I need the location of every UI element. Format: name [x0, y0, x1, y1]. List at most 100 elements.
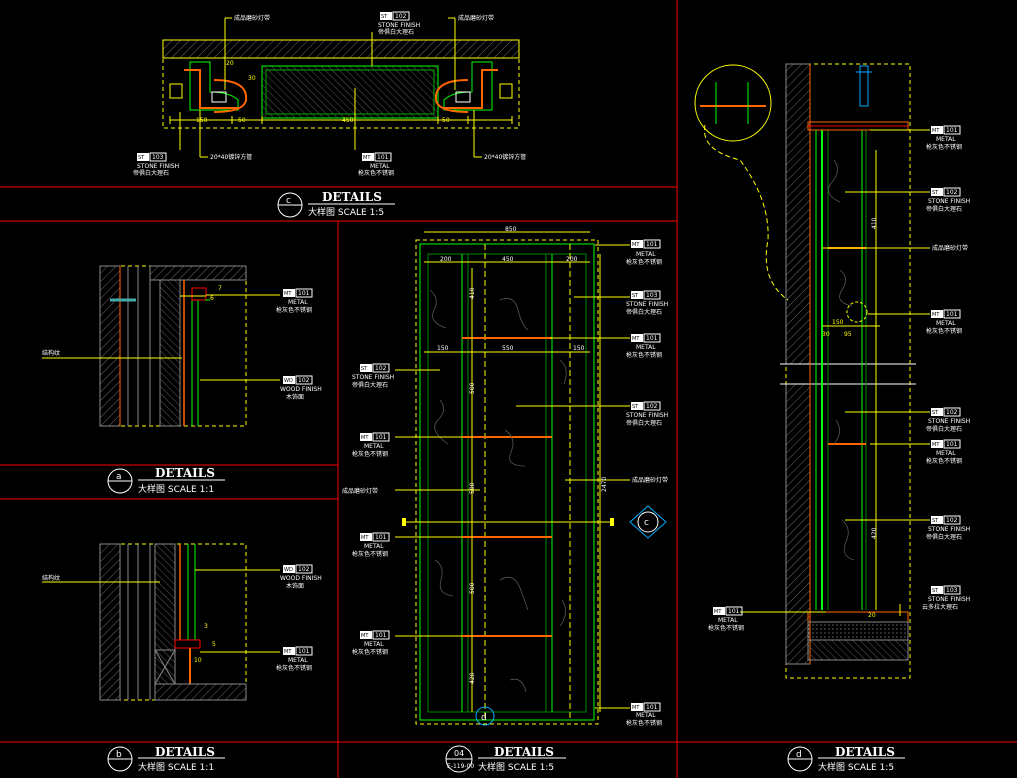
detail-c-bubble: c: [286, 196, 291, 206]
detail-04-subtitle: 大样图 SCALE 1:5: [478, 761, 554, 773]
dim-d-410: 410: [871, 217, 878, 229]
label-square-tube-c1: 20*40镀锌方管: [210, 153, 252, 161]
label-stone-finish-c: STONE FINISH: [378, 22, 420, 29]
detail-04-number: 04: [454, 749, 464, 758]
section-marker-c: c: [644, 518, 649, 528]
detail-04-annotations: 850 200 450 200 150 550 150 410 500 500 …: [342, 226, 668, 727]
tag-mt-b: MT: [284, 649, 292, 655]
dim-e-850: 850: [505, 226, 517, 233]
detail-c-title: DETAILS: [322, 190, 382, 204]
tag-mt101-d4: 101: [728, 608, 740, 615]
dim-e-2470: 2470: [601, 477, 608, 492]
dim-d-420: 420: [871, 527, 878, 539]
label-led-strip-e1: 成品磨砂灯带: [632, 476, 668, 484]
tag-mt-e6: MT: [361, 633, 369, 639]
tag-wd102-a: 102: [298, 377, 310, 384]
label-marble-white-d3: 帝俱白大理石: [926, 533, 962, 541]
label-wood-finish-b: WOOD FINISH: [280, 575, 322, 582]
label-steel-gray-e6: 枪灰色不锈钢: [352, 648, 388, 656]
label-marble-white-e2: 帝俱白大理石: [626, 419, 662, 427]
tag-st102-c: 102: [395, 13, 407, 20]
dim-d-95: 95: [844, 331, 852, 338]
label-steel-gray-d3: 枪灰色不锈钢: [926, 457, 962, 465]
label-led-strip-d: 成品磨砂灯带: [932, 244, 968, 252]
label-metal-d1: METAL: [936, 136, 956, 143]
label-stone-finish-d2: STONE FINISH: [928, 418, 970, 425]
label-metal-e4: METAL: [364, 443, 384, 450]
label-steel-gray-d1: 枪灰色不锈钢: [926, 143, 962, 151]
tag-mt-d1: MT: [932, 128, 940, 134]
detail-a-drawing: [42, 265, 280, 427]
detail-d-bubble: d: [796, 750, 802, 760]
detail-a-subtitle: 大样图 SCALE 1:1: [138, 483, 214, 495]
detail-c-annotations: 成品磨砂灯带 成品磨砂灯带 ST 102 STONE FINISH 帝俱白大理石…: [133, 11, 526, 177]
tag-st-c: ST: [381, 14, 388, 20]
dim-d-20: 20: [868, 612, 876, 619]
tag-mt-c: MT: [363, 155, 371, 161]
detail-a-title-block: a DETAILS 大样图 SCALE 1:1: [107, 466, 225, 495]
tag-wd-a: WD: [284, 378, 293, 384]
label-marble-white-e1: 帝俱白大理石: [626, 308, 662, 316]
label-metal-e1: METAL: [636, 251, 656, 258]
detail-04-section-marker: c d: [475, 505, 667, 726]
detail-b-annotations: 结构纹 3 5 10 WD 102 WOOD FINISH 木饰面 MT 101…: [42, 564, 322, 672]
dim-c-30: 30: [248, 75, 256, 82]
detail-04-title-block: 04 E-119-00 DETAILS 大样图 SCALE 1:5: [445, 745, 566, 773]
label-stone-finish-d4: STONE FINISH: [928, 596, 970, 603]
detail-d-drawing: [694, 63, 930, 679]
detail-a-bubble: a: [116, 472, 122, 482]
label-structure-a: 结构纹: [42, 349, 60, 357]
label-steel-gray-b: 枪灰色不锈钢: [276, 664, 312, 672]
detail-c-title-block: c DETAILS 大样图 SCALE 1:5: [277, 190, 395, 218]
label-metal-a: METAL: [288, 299, 308, 306]
label-stone-finish-d1: STONE FINISH: [928, 198, 970, 205]
label-stone-finish-e1: STONE FINISH: [626, 301, 668, 308]
tag-st-c2: ST: [138, 155, 145, 161]
dim-d-150: 150: [832, 319, 844, 326]
tag-mt101-e1: 101: [646, 241, 658, 248]
label-metal-d2: METAL: [936, 320, 956, 327]
label-steel-gray-d4: 枪灰色不锈钢: [708, 624, 744, 632]
detail-c-subtitle: 大样图 SCALE 1:5: [308, 206, 384, 218]
detail-d-title-block: d DETAILS 大样图 SCALE 1:5: [787, 745, 905, 773]
label-square-tube-c2: 20*40镀锌方管: [484, 153, 526, 161]
tag-wd102-b: 102: [298, 566, 310, 573]
tag-mt101-c: 101: [377, 154, 389, 161]
label-metal-d3: METAL: [936, 450, 956, 457]
dim-e-450: 450: [502, 256, 514, 263]
label-steel-gray-e4: 枪灰色不锈钢: [352, 450, 388, 458]
label-stone-finish-d3: STONE FINISH: [928, 526, 970, 533]
label-marble-white-d2: 帝俱白大理石: [926, 425, 962, 433]
tag-mt-e2: MT: [632, 336, 640, 342]
tag-mt-e4: MT: [361, 435, 369, 441]
dim-c-20: 20: [226, 60, 234, 67]
dim-c-50a: 50: [238, 117, 246, 124]
dim-e-150b: 150: [573, 345, 585, 352]
detail-c-drawing: [162, 17, 520, 158]
tag-mt101-b: 101: [298, 648, 310, 655]
label-metal-d4: METAL: [718, 617, 738, 624]
tag-st102-d3: 102: [946, 517, 958, 524]
label-steel-gray-e1: 枪灰色不锈钢: [626, 258, 662, 266]
dim-e-200a: 200: [440, 256, 452, 263]
detail-d-annotations: 410 420 150 30 95 20 MT 101 METAL 枪灰色不锈钢…: [708, 125, 970, 632]
label-led-strip-c1: 成品磨砂灯带: [234, 14, 270, 22]
dim-b-10: 10: [194, 657, 202, 664]
tag-st102-d1: 102: [946, 189, 958, 196]
dim-c-50b: 50: [442, 117, 450, 124]
tag-st102-e2: 102: [646, 403, 658, 410]
tag-st-e3: ST: [361, 366, 368, 372]
label-marble-white-d1: 帝俱白大理石: [926, 205, 962, 213]
tag-st-e1: ST: [632, 293, 639, 299]
tag-st102-d2: 102: [946, 409, 958, 416]
tag-mt101-e4: 101: [375, 434, 387, 441]
detail-b-drawing: [42, 543, 280, 701]
tag-st-d2: ST: [932, 410, 939, 416]
dim-b-5: 5: [212, 641, 216, 648]
label-metal-e2: METAL: [636, 344, 656, 351]
label-marble-multi-d4: 云多拉大理石: [922, 603, 958, 611]
dim-e-550: 550: [502, 345, 514, 352]
tag-mt101-e5: 101: [375, 534, 387, 541]
